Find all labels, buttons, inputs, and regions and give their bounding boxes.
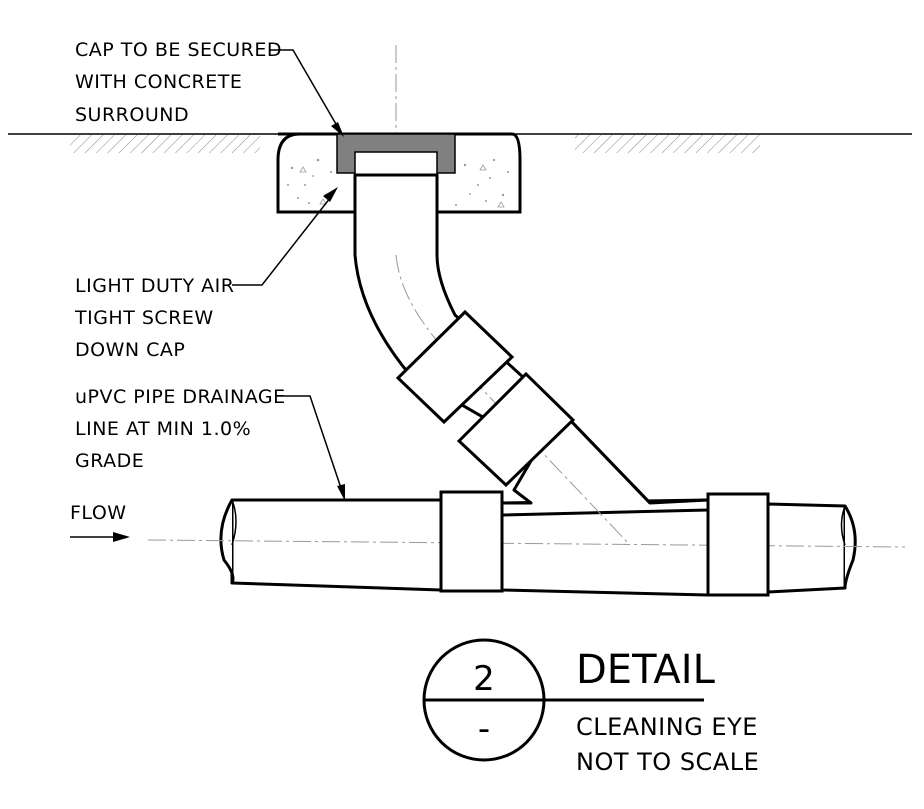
flow-label: FLOW xyxy=(70,502,127,524)
leader-cap-secured-arrow xyxy=(331,122,344,137)
pipe-label-line2: LINE AT MIN 1.0% xyxy=(75,418,251,440)
leader-screw-cap-arrow xyxy=(323,187,338,202)
leader-pipe xyxy=(276,395,344,495)
cap-secured-label-line1: CAP TO BE SECURED xyxy=(75,39,282,61)
screw-cap-label-line1: LIGHT DUTY AIR xyxy=(75,275,234,297)
leader-screw-cap xyxy=(232,192,335,286)
ground-hatch-left xyxy=(70,135,260,153)
screw-cap-label-line3: DOWN CAP xyxy=(75,339,185,361)
screw-cap-label-line2: TIGHT SCREW xyxy=(74,307,214,329)
detail-subtitle: CLEANING EYE xyxy=(576,713,758,741)
pipe-break-right-inner xyxy=(840,505,846,546)
detail-number: 2 xyxy=(473,659,495,699)
branch-edge xyxy=(568,418,652,505)
detail-title: DETAIL xyxy=(576,647,716,693)
main-pipe xyxy=(230,498,443,592)
cap-secured-label-line2: WITH CONCRETE xyxy=(75,71,242,93)
branch-coupling-lower xyxy=(456,371,576,488)
leader-cap-secured xyxy=(270,49,341,132)
screw-down-cap xyxy=(336,133,456,174)
pipe-label-line1: uPVC PIPE DRAINAGE xyxy=(75,386,286,408)
pipe-label-line3: GRADE xyxy=(75,450,144,472)
pipe-break-left xyxy=(219,499,235,584)
detail-scale: NOT TO SCALE xyxy=(576,748,759,776)
branch-coupling-upper xyxy=(395,309,515,425)
main-coupling-right xyxy=(706,492,770,597)
pipe-break-left-inner xyxy=(231,499,237,546)
flow-arrow-head xyxy=(113,532,130,542)
main-centerline xyxy=(147,539,906,548)
pipe-break-right xyxy=(843,505,857,589)
main-coupling-left xyxy=(439,490,504,593)
ground-hatch-right xyxy=(575,135,760,153)
leader-pipe-arrow xyxy=(337,484,345,501)
main-pipe-outlet xyxy=(766,502,847,594)
cap-secured-label-line3: SURROUND xyxy=(75,104,189,126)
detail-sheet: - xyxy=(478,709,490,749)
